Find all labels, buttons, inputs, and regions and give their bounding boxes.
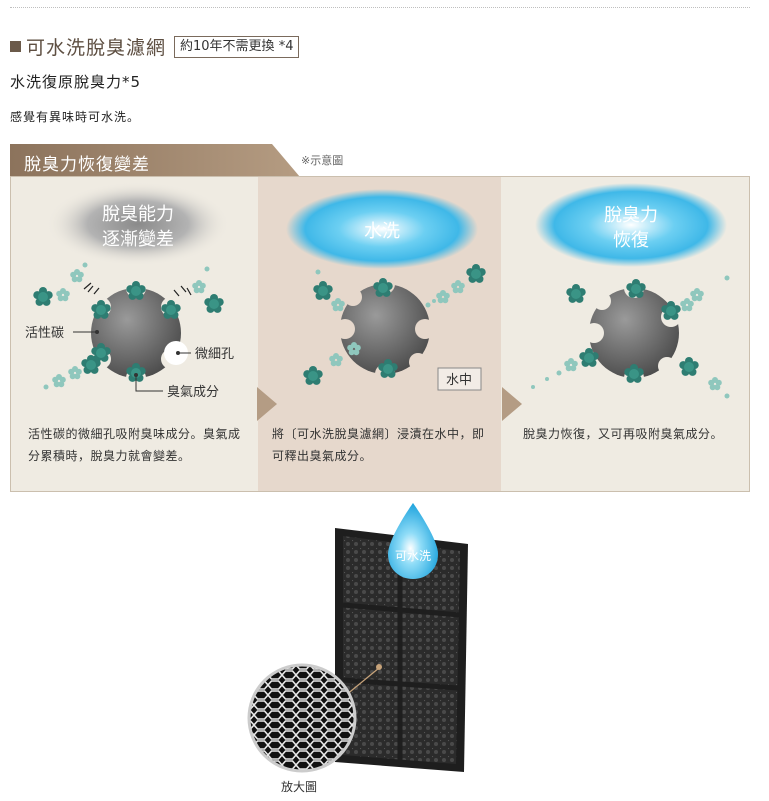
top-divider [10, 7, 750, 8]
banner-label: 脫臭力恢復變差 [24, 155, 150, 175]
step-1-deodorizing-weakens: 脫臭能力 逐漸變差 [11, 177, 258, 491]
diagram-banner: 脫臭力恢復變差 [10, 144, 300, 177]
step-3-description: 脫臭力恢復，又可再吸附臭氣成分。 [523, 427, 724, 441]
diagram-panel: 脫臭能力 逐漸變差 [10, 176, 750, 492]
step-1-illustration: 脫臭能力 逐漸變差 [25, 182, 234, 400]
blue-cloud-restored [535, 183, 727, 267]
schematic-note: ※示意圖 [301, 154, 344, 167]
subheading: 水洗復原脫臭力*5 [10, 73, 142, 91]
arrow-right-icon [502, 387, 522, 421]
blue-cloud [286, 189, 478, 269]
step-2-cloud-label: 水洗 [364, 221, 400, 242]
section-heading: 可水洗脫臭濾網 約10年不需更換 *4 [10, 33, 300, 60]
label-in-water: 水中 [446, 373, 472, 388]
square-bullet-icon [10, 41, 21, 52]
carbon-particle-washing [335, 274, 435, 384]
step-2-description: 將〔可水洗脫臭濾網〕浸漬在水中，即可釋出臭氣成分。 [272, 427, 485, 463]
step-2-wash: 水洗 水中 將〔可 [258, 177, 501, 491]
step-1-cloud-line1: 脫臭能力 [102, 204, 174, 225]
lifetime-badge: 約10年不需更換 *4 [174, 35, 300, 58]
step-1-description: 活性碳的微細孔吸附臭味成分。臭氣成分累積時，脫臭力就會變差。 [28, 427, 241, 463]
washable-label: 可水洗 [395, 549, 431, 563]
step-3-cloud-line1: 脫臭力 [604, 205, 658, 226]
magnifier-point [376, 664, 382, 670]
label-odor-component: 臭氣成分 [167, 385, 219, 400]
step-3-illustration: 脫臭力 恢復 [531, 183, 730, 399]
magnified-view-label: 放大圖 [281, 780, 318, 794]
in-water-box [437, 367, 482, 391]
magnified-view [247, 663, 357, 773]
filter-frame [335, 528, 468, 772]
label-activated-carbon: 活性碳 [25, 326, 64, 341]
step-2-illustration: 水洗 水中 [286, 189, 486, 391]
water-drop-icon [388, 503, 438, 579]
intro-text: 感覺有異味時可水洗。 [10, 110, 141, 124]
step-3-cloud-line2: 恢復 [613, 230, 649, 251]
filter-graphic: 可水洗 [247, 503, 468, 773]
arrow-right-icon [257, 387, 277, 421]
step-3-restored: 脫臭力 恢復 [501, 177, 749, 491]
filter-illustration: 可水洗 [240, 500, 480, 800]
banner-shape [10, 144, 300, 177]
step-1-cloud-line2: 逐漸變差 [102, 229, 174, 250]
section-title: 可水洗脫臭濾網 [26, 37, 167, 59]
gray-cloud [46, 182, 230, 266]
label-micropore: 微細孔 [195, 347, 234, 362]
